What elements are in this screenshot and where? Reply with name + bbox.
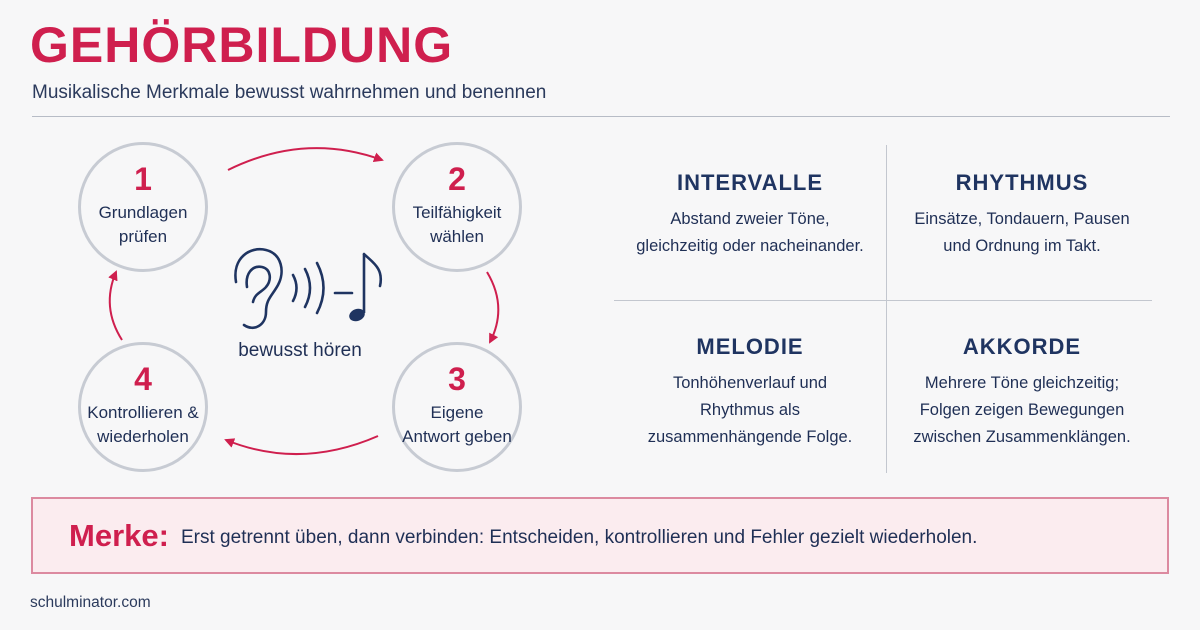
feature-title: MELODIE xyxy=(696,334,804,359)
sound-waves-icon xyxy=(291,261,325,315)
footer-site: schulminator.com xyxy=(30,594,151,611)
arrow-1-to-2 xyxy=(227,147,384,171)
grid-vertical-divider xyxy=(886,145,887,473)
feature-title: AKKORDE xyxy=(962,334,1082,359)
center-label: bewusst hören xyxy=(238,340,362,361)
arrow-3-to-4 xyxy=(224,435,379,456)
step-label: Teilfähigkeit wählen xyxy=(412,203,502,246)
feature-grid: INTERVALLE Abstand zweier Töne, gleichze… xyxy=(614,145,1154,475)
step-number: 4 xyxy=(134,361,152,397)
step-number: 3 xyxy=(448,361,466,397)
cycle-step-2: 2 Teilfähigkeit wählen xyxy=(392,142,522,272)
feature-melodie: MELODIE Tonhöhenverlauf und Rhythmus als… xyxy=(614,333,886,451)
step-number: 1 xyxy=(134,161,152,197)
step-label: Kontrollieren & wiederholen xyxy=(87,403,199,446)
note-label: Merke: xyxy=(69,518,169,553)
feature-text: Einsätze, Tondauern, Pausen und Ordnung … xyxy=(914,210,1130,255)
page-subtitle: Musikalische Merkmale bewusst wahrnehmen… xyxy=(32,82,547,103)
step-label: Grundlagen prüfen xyxy=(98,203,188,246)
cycle-step-3: 3 Eigene Antwort geben xyxy=(392,342,522,472)
feature-title: INTERVALLE xyxy=(676,170,824,195)
cycle-arrows xyxy=(108,147,500,456)
arrow-4-to-1 xyxy=(108,270,123,341)
ear-icon xyxy=(234,247,283,330)
header-divider xyxy=(32,116,1170,117)
note-text: Erst getrennt üben, dann verbinden: Ents… xyxy=(181,527,978,548)
cycle-step-4: 4 Kontrollieren & wiederholen xyxy=(78,342,208,472)
learning-cycle: 1 Grundlagen prüfen 2 Teilfähigkeit wähl… xyxy=(0,0,620,490)
step-label: Eigene Antwort geben xyxy=(402,403,512,446)
music-note-icon xyxy=(333,252,383,322)
cycle-step-1: 1 Grundlagen prüfen xyxy=(78,142,208,272)
feature-title: RHYTHMUS xyxy=(955,170,1089,195)
feature-rhythmus: RHYTHMUS Einsätze, Tondauern, Pausen und… xyxy=(886,169,1158,260)
feature-intervalle: INTERVALLE Abstand zweier Töne, gleichze… xyxy=(614,169,886,260)
arrow-2-to-3 xyxy=(486,271,500,344)
feature-akkorde: AKKORDE Mehrere Töne gleichzeitig; Folge… xyxy=(886,333,1158,451)
feature-text: Mehrere Töne gleichzeitig; Folgen zeigen… xyxy=(913,374,1131,446)
step-number: 2 xyxy=(448,161,466,197)
grid-horizontal-divider xyxy=(614,300,1152,301)
page-title: GEHÖRBILDUNG xyxy=(30,17,454,73)
feature-text: Tonhöhenverlauf und Rhythmus als zusamme… xyxy=(647,374,853,446)
note-box: Merke: Erst getrennt üben, dann verbinde… xyxy=(31,497,1169,574)
feature-text: Abstand zweier Töne, gleichzeitig oder n… xyxy=(636,210,864,255)
